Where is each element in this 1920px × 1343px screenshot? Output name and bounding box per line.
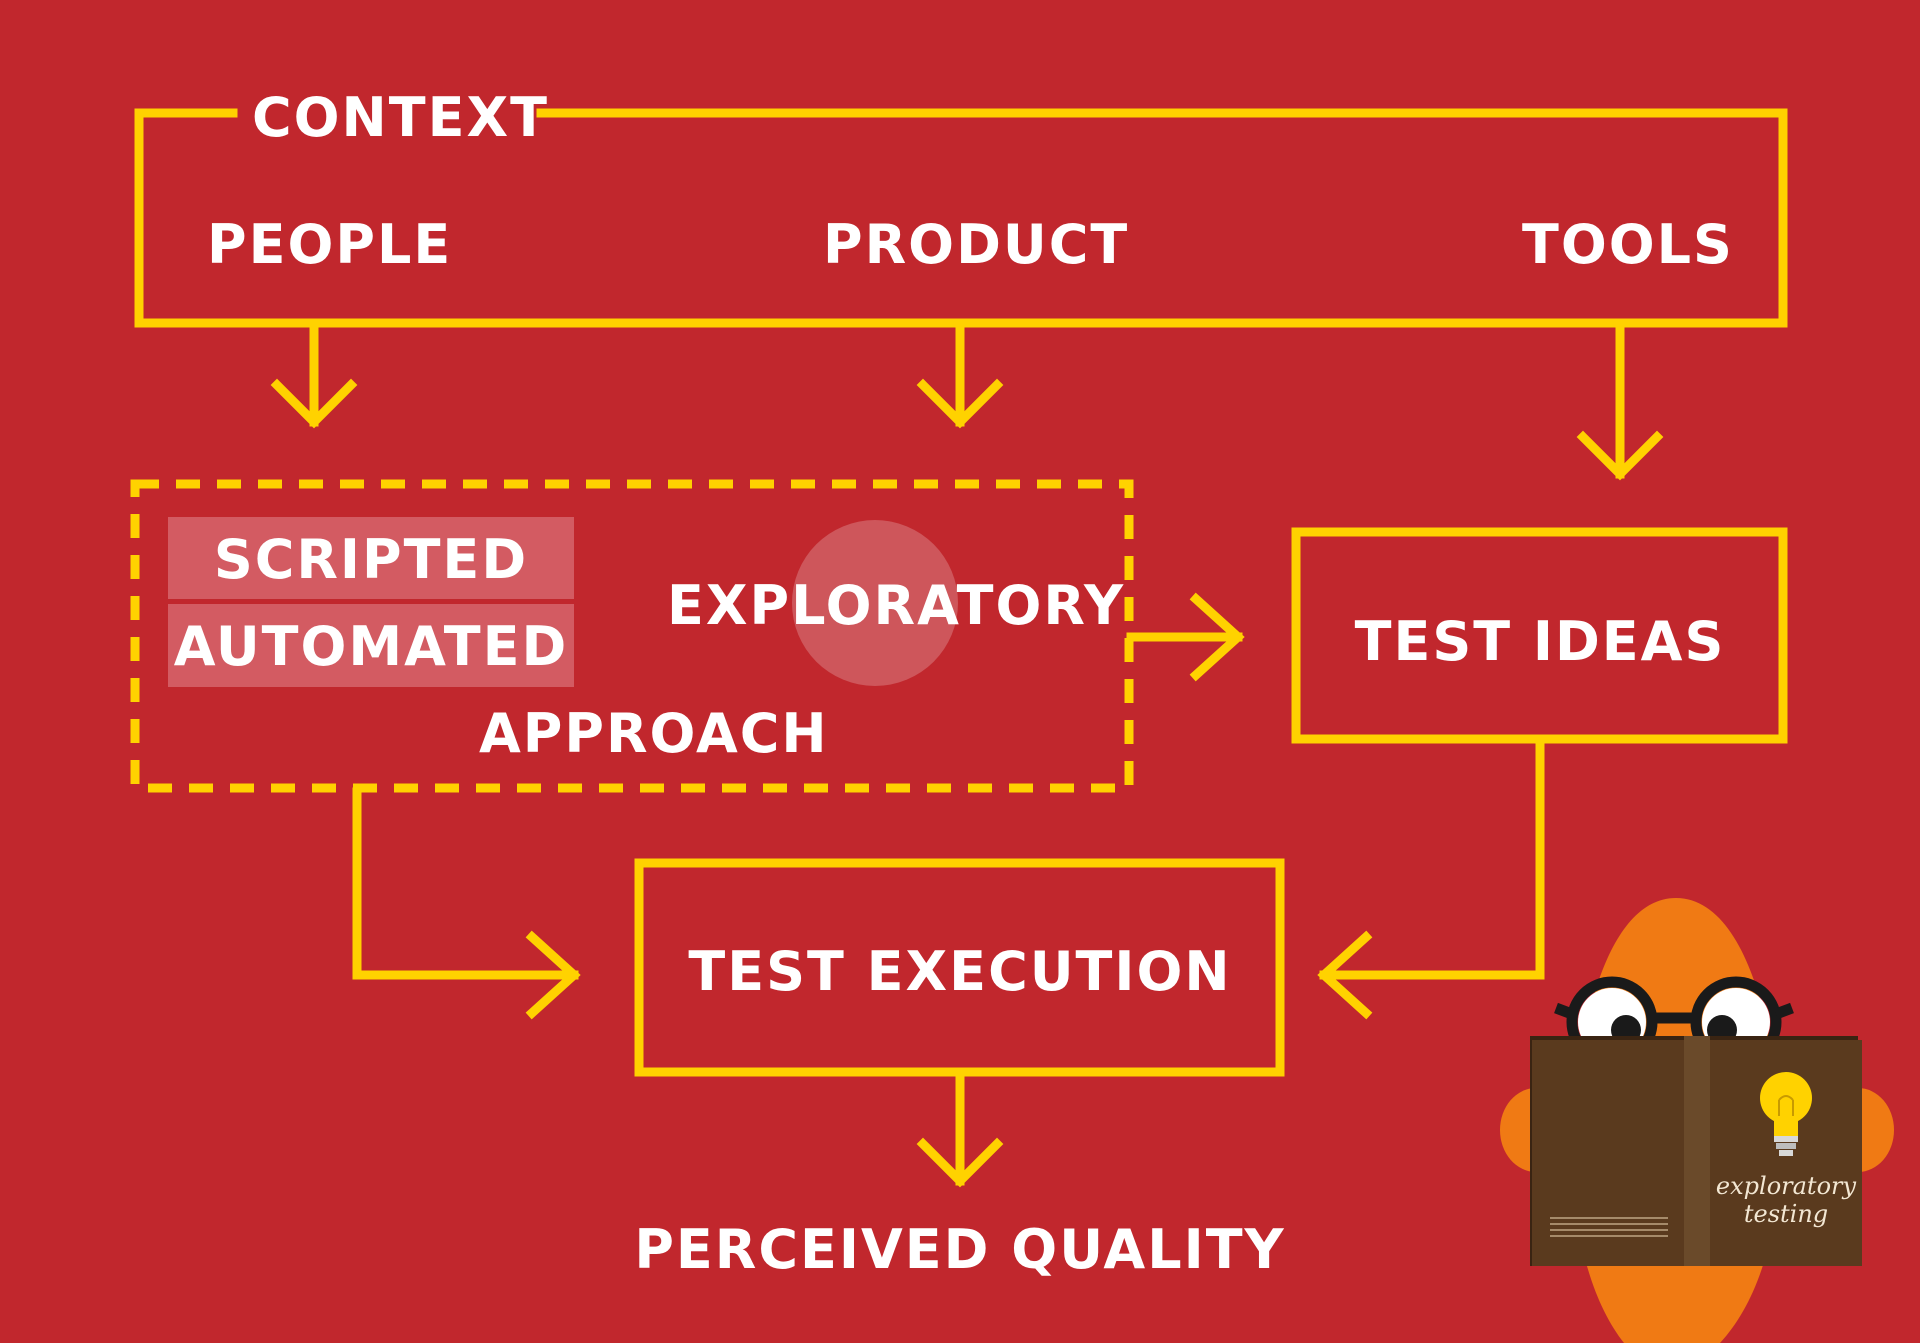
- context-item-product: PRODUCT: [823, 213, 1129, 276]
- test-ideas-label: TEST IDEAS: [1355, 610, 1726, 673]
- mascot-illustration: exploratory testing: [1500, 898, 1894, 1343]
- perceived-quality-label: PERCEIVED QUALITY: [634, 1218, 1285, 1281]
- context-item-people: PEOPLE: [207, 213, 452, 276]
- approach-scripted: SCRIPTED: [214, 528, 528, 591]
- approach-exploratory: EXPLORATORY: [667, 574, 1125, 637]
- exploratory-highlight-circle: [792, 520, 958, 686]
- arrow-test-execution-to-quality: [916, 1070, 1004, 1188]
- scripted-highlight: [168, 517, 574, 599]
- arrow-approach-to-test-ideas: [1126, 592, 1245, 682]
- automated-highlight: [168, 604, 574, 687]
- arrow-product-to-approach: [916, 320, 1004, 429]
- context-title: CONTEXT: [252, 86, 549, 149]
- book-title-line1: exploratory: [1716, 1172, 1857, 1200]
- test-execution-label: TEST EXECUTION: [688, 940, 1231, 1003]
- lightbulb-icon: [1760, 1072, 1812, 1156]
- approach-box: [130, 479, 1134, 793]
- book-title-line2: testing: [1744, 1200, 1828, 1228]
- arrow-tools-to-test-ideas: [1576, 320, 1664, 481]
- context-item-tools: TOOLS: [1522, 213, 1734, 276]
- approach-automated: AUTOMATED: [174, 615, 569, 678]
- book-icon: exploratory testing: [1530, 1036, 1862, 1266]
- approach-label: APPROACH: [479, 702, 829, 765]
- arrow-approach-to-test-execution: [352, 787, 581, 1020]
- arrow-people-to-approach: [270, 320, 358, 429]
- arrow-test-ideas-to-test-execution: [1317, 736, 1545, 1020]
